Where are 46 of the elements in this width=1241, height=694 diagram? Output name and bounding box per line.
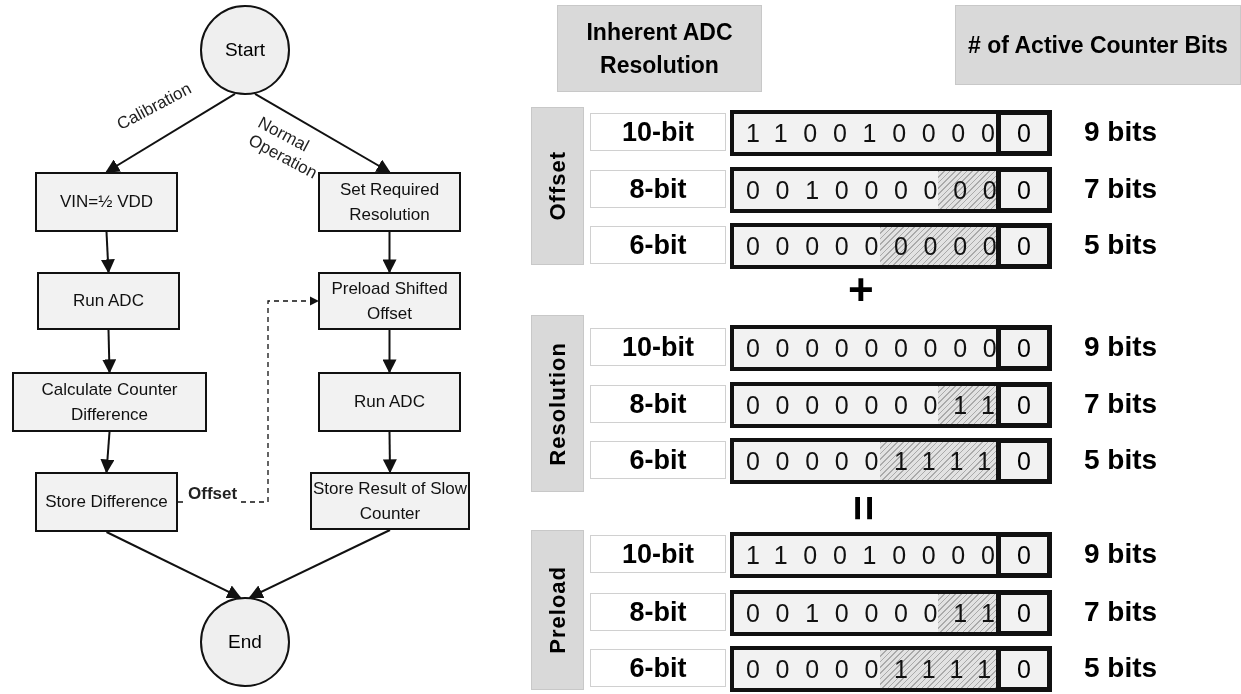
arrow — [382, 231, 397, 274]
column-header: # of Active Counter Bits — [955, 5, 1241, 85]
bit-count-label: 9 bits — [1084, 538, 1158, 570]
bit-count-label: 5 bits — [1084, 444, 1158, 476]
resolution-label: 8-bit — [590, 593, 726, 631]
resolution-label: 6-bit — [590, 441, 726, 479]
terminal-circle: End — [200, 597, 290, 687]
process-box: VIN=½ VDD — [35, 172, 178, 232]
group-band: Resolution — [531, 315, 584, 492]
bit-count-label: 9 bits — [1084, 116, 1158, 148]
bit-count-label: 9 bits — [1084, 331, 1158, 363]
resolution-label: 8-bit — [590, 170, 726, 208]
resolution-label: 10-bit — [590, 113, 726, 151]
process-box: Set Required Resolution — [318, 172, 461, 232]
bit-count-label: 5 bits — [1084, 229, 1158, 261]
group-band: Preload — [531, 530, 584, 690]
arrow — [382, 329, 397, 374]
resolution-label: 10-bit — [590, 535, 726, 573]
process-box: Preload Shifted Offset — [318, 272, 461, 330]
process-box: Store Result of Slow Counter — [310, 472, 470, 530]
arrow — [100, 231, 115, 274]
process-box: Run ADC — [318, 372, 461, 432]
arrow — [105, 92, 236, 173]
resolution-label: 8-bit — [590, 385, 726, 423]
terminal-circle: Start — [200, 5, 290, 95]
arrow — [382, 431, 397, 474]
arrow — [254, 92, 391, 173]
arrow — [105, 531, 242, 599]
bit-count-label: 5 bits — [1084, 652, 1158, 684]
process-box: Store Difference — [35, 472, 178, 532]
edge-label: Offset — [186, 484, 240, 504]
plus-sign: + — [848, 268, 874, 312]
resolution-label: 6-bit — [590, 649, 726, 687]
process-box: Run ADC — [37, 272, 180, 330]
arrow — [248, 529, 391, 599]
bit-count-label: 7 bits — [1084, 388, 1158, 420]
equals-sign: = — [840, 495, 885, 521]
group-band: Offset — [531, 107, 584, 265]
bit-count-label: 7 bits — [1084, 173, 1158, 205]
arrow — [102, 329, 117, 374]
resolution-label: 6-bit — [590, 226, 726, 264]
column-header: Inherent ADC Resolution — [557, 5, 762, 92]
arrow — [100, 431, 115, 474]
process-box: Calculate Counter Difference — [12, 372, 207, 432]
bit-count-label: 7 bits — [1084, 596, 1158, 628]
resolution-label: 10-bit — [590, 328, 726, 366]
